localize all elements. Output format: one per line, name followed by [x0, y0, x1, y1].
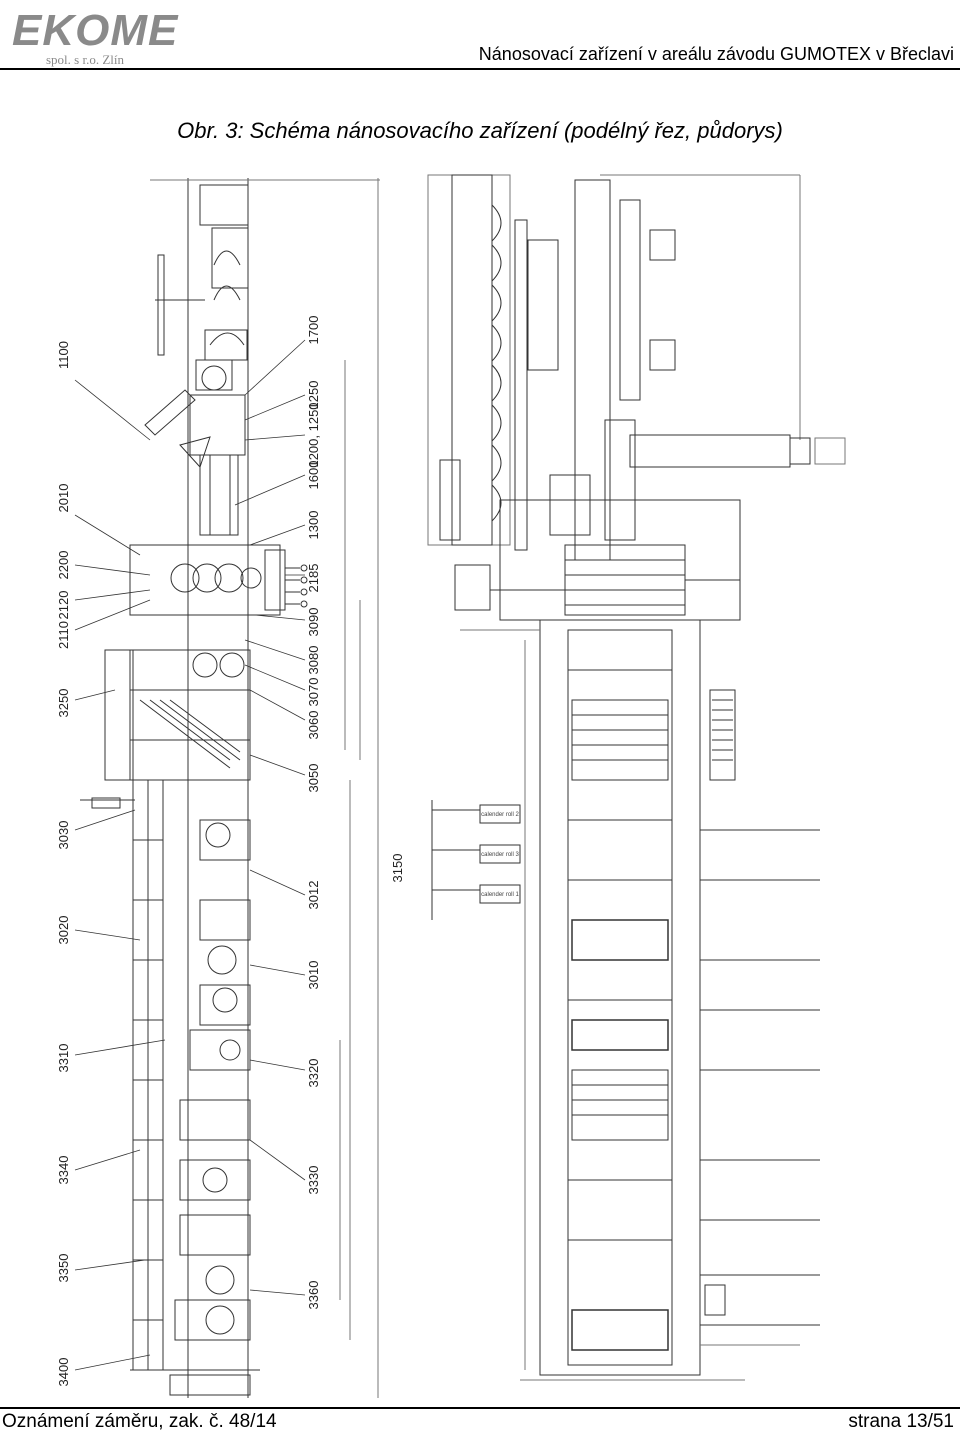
left-callout-11: 3400 — [56, 1358, 71, 1387]
leader-lines-right — [234, 339, 306, 1296]
right-callout-7: 3080 — [306, 646, 321, 675]
left-callout-0: 1100 — [56, 341, 71, 369]
left-callout-7: 3020 — [56, 916, 71, 945]
right-callout-14: 3330 — [306, 1166, 321, 1195]
right-callout-15: 3360 — [306, 1281, 321, 1310]
right-callout-10: 3050 — [306, 764, 321, 793]
company-logo: EKOME spol. s r.o. Zlín — [8, 6, 188, 68]
footer-document-reference: Oznámení záměru, zak. č. 48/14 — [2, 1411, 277, 1432]
leader-lines-left — [74, 379, 166, 1371]
right-callout-4: 1300 — [306, 511, 321, 540]
right-callout-6: 3090 — [306, 608, 321, 637]
logo-subtitle: spol. s r.o. Zlín — [46, 52, 125, 67]
left-callout-2: 2200 — [56, 551, 71, 580]
left-callout-1: 2010 — [56, 484, 71, 513]
footer-page-number: strana 13/51 — [848, 1411, 954, 1432]
left-callout-8: 3310 — [56, 1044, 71, 1073]
plan-unit-label-2: calender roll 1 — [481, 892, 519, 898]
left-callout-5: 3250 — [56, 689, 71, 718]
left-callout-3: 2120 — [56, 591, 71, 620]
plan-label-3150: 3150 — [390, 854, 405, 883]
footer-divider — [0, 1407, 960, 1409]
left-callout-10: 3350 — [56, 1254, 71, 1283]
plan-unit-label-0: calender roll 2 — [481, 812, 519, 818]
plan-unit-label-1: calender roll 3 — [481, 852, 519, 858]
left-callout-4: 2110 — [56, 621, 71, 649]
right-callout-5: 2185 — [306, 564, 321, 593]
right-callout-8: 3070 — [306, 678, 321, 707]
plan-units-group: calender roll 2 calender roll 3 calender r… — [481, 812, 519, 898]
header-divider — [0, 68, 960, 70]
right-callout-1: 1250 — [306, 381, 321, 410]
logo-wordmark: EKOME — [12, 6, 179, 55]
left-callout-9: 3340 — [56, 1156, 71, 1185]
right-callout-11: 3012 — [306, 881, 321, 910]
document-header-title: Nánosovací zařízení v areálu závodu GUMO… — [478, 44, 954, 64]
left-callout-6: 3030 — [56, 821, 71, 850]
side-view — [80, 178, 380, 1398]
right-callout-13: 3320 — [306, 1059, 321, 1088]
right-callout-3: 1600 — [306, 461, 321, 490]
figure-caption: Obr. 3: Schéma nánosovacího zařízení (po… — [177, 118, 783, 143]
right-callout-12: 3010 — [306, 961, 321, 990]
plan-view — [427, 174, 846, 1381]
right-callout-9: 3060 — [306, 711, 321, 740]
right-callout-0: 1700 — [306, 316, 321, 345]
right-callout-2: 1200, 1250 — [306, 402, 321, 467]
